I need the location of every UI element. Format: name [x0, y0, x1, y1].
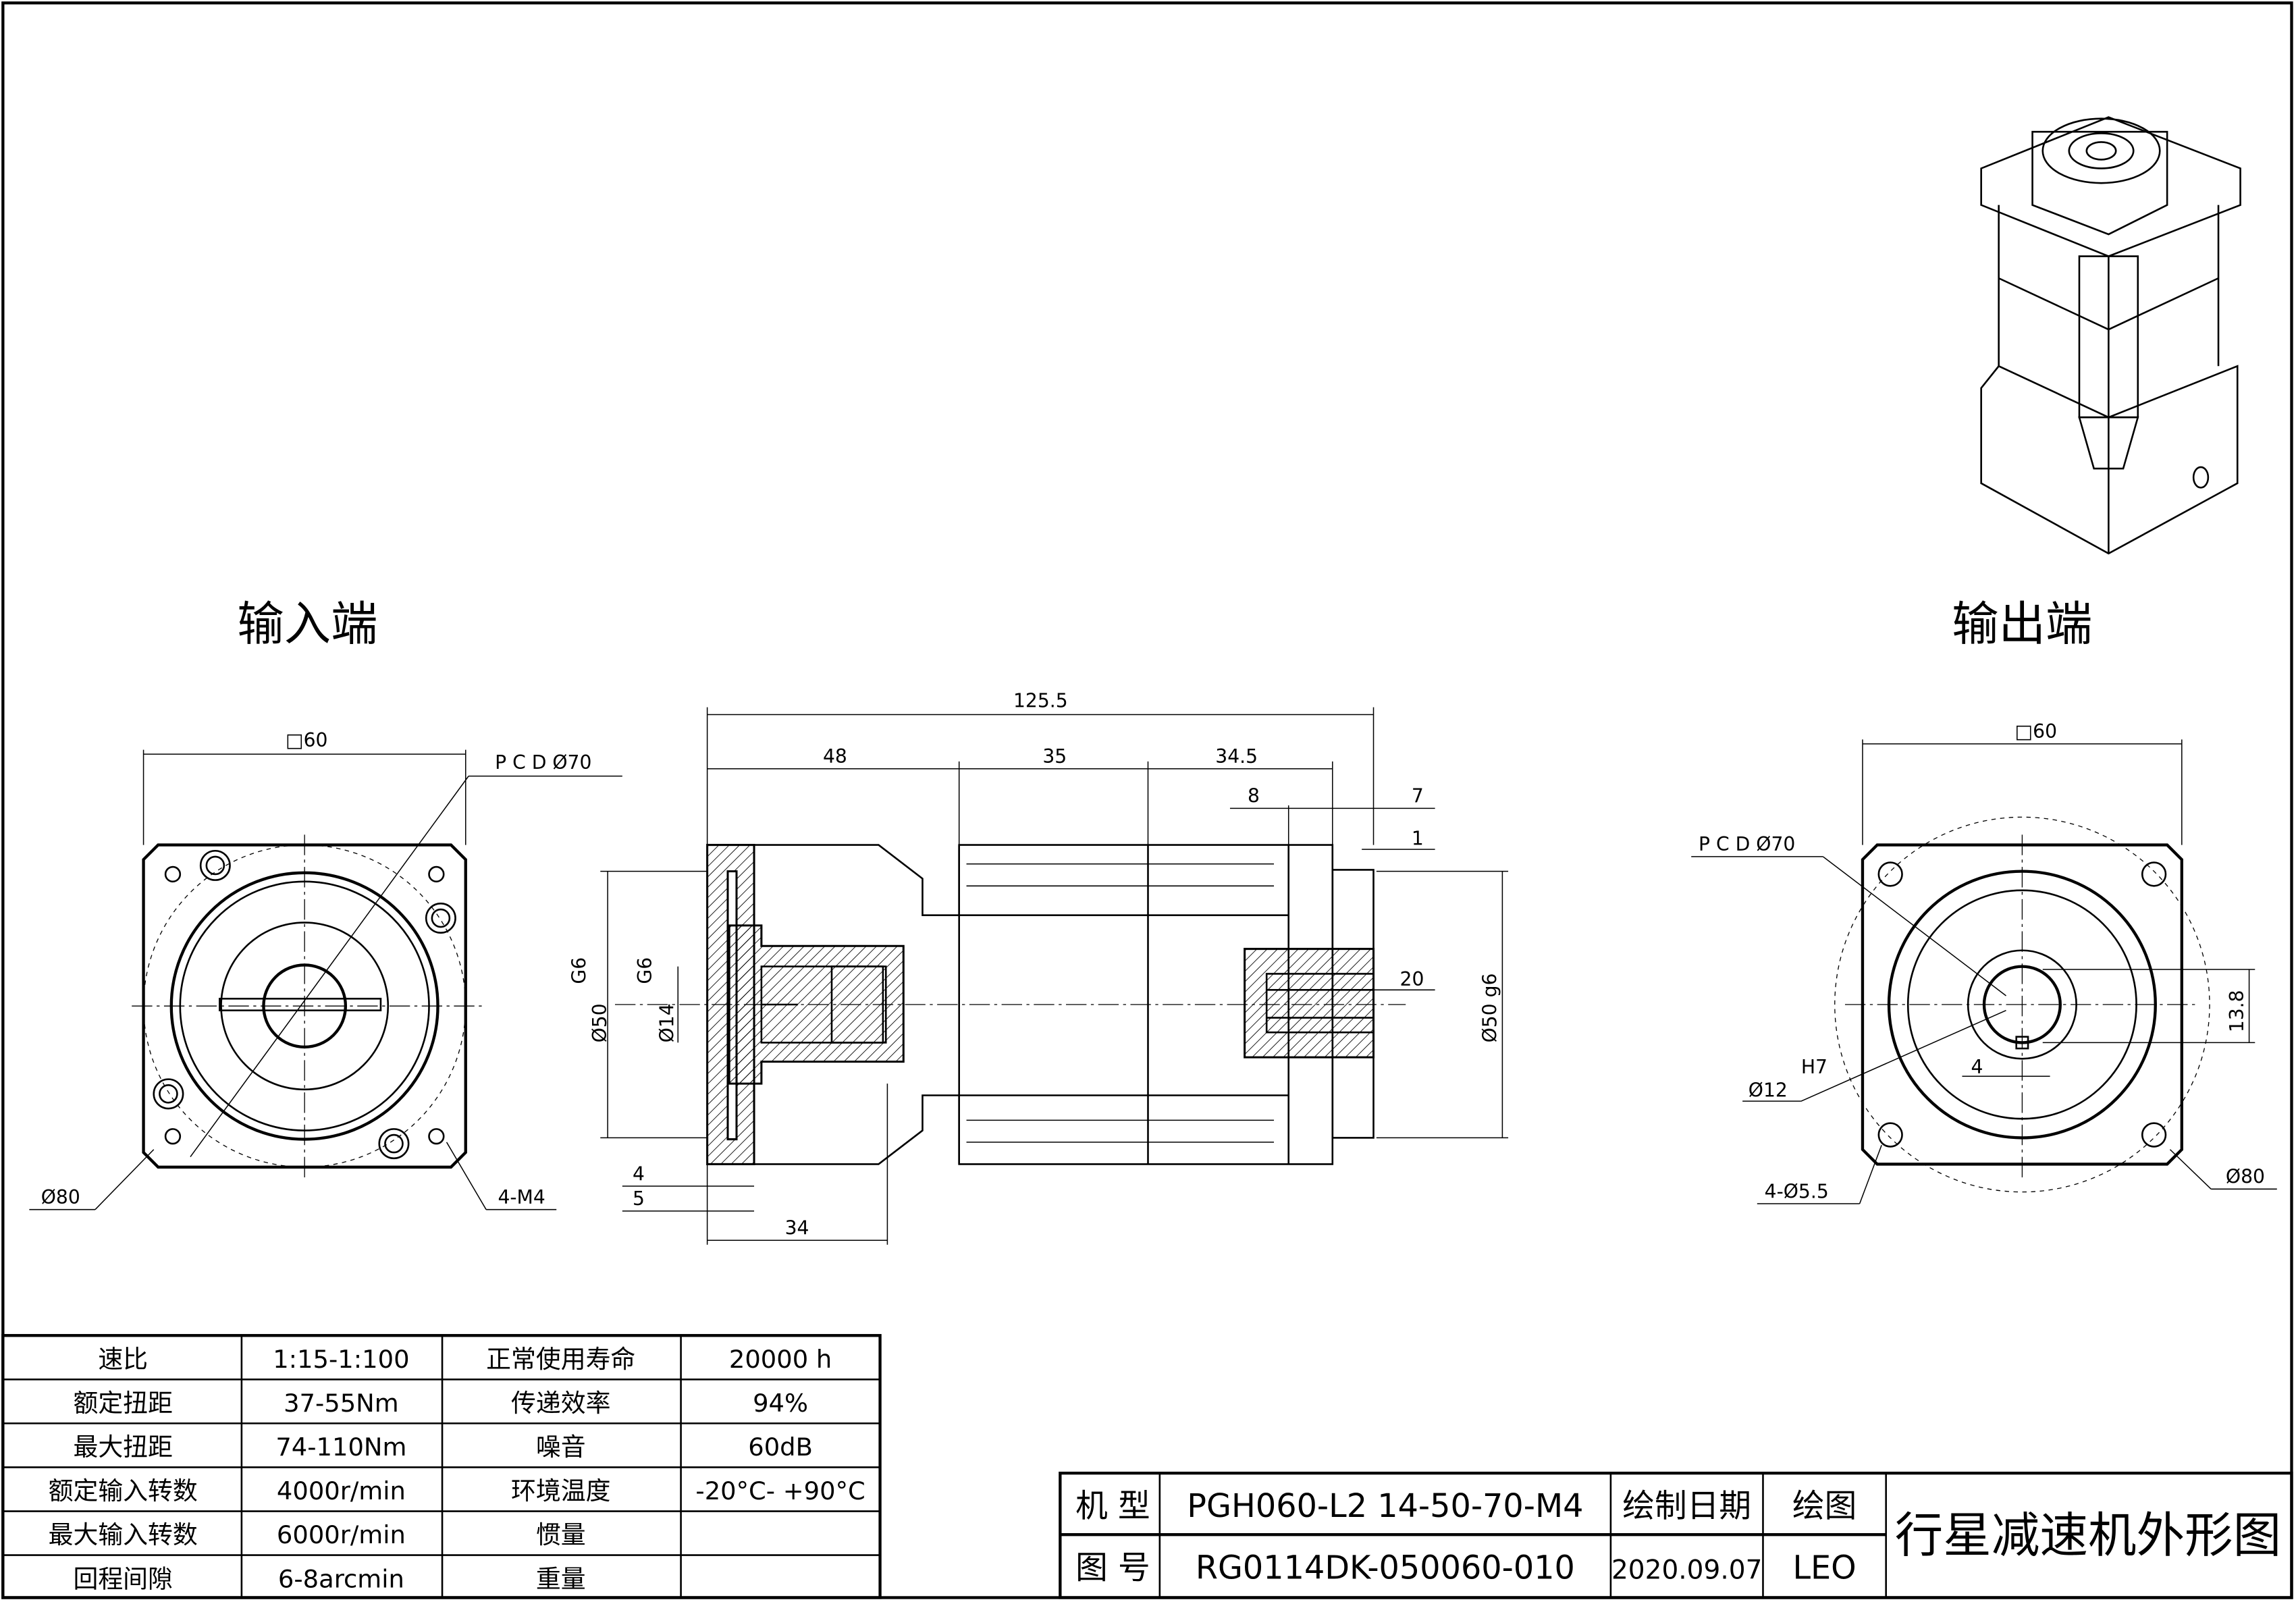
dim-48: 48 [823, 745, 847, 768]
date-label: 绘制日期 [1622, 1488, 1751, 1525]
spec-label: 噪音 [536, 1433, 586, 1462]
spec-label: 环境温度 [511, 1476, 610, 1505]
spec-value: 20000 h [729, 1345, 832, 1374]
input-end-label: 输入端 [237, 597, 377, 651]
output-end-label: 输出端 [1952, 597, 2092, 651]
spec-label: 传递效率 [511, 1389, 610, 1418]
dim-h7: H7 [1801, 1056, 1827, 1078]
dim-13-8: 13.8 [2226, 990, 2248, 1032]
spec-value: 37-55Nm [284, 1389, 399, 1418]
output-end-view: □60 P C D Ø70 H7 Ø12 4 13.8 4-Ø5.5 Ø80 [1691, 720, 2277, 1204]
date-value: 2020.09.07 [1611, 1555, 1762, 1585]
drawer-label: 绘图 [1792, 1488, 1857, 1525]
spec-label: 最大输入转数 [49, 1520, 198, 1549]
spec-label: 最大扭距 [73, 1433, 172, 1462]
spec-value: 6-8arcmin [278, 1564, 404, 1593]
dim-d14: Ø14 [656, 1003, 678, 1042]
dim-5: 5 [633, 1187, 645, 1210]
dim-34-5: 34.5 [1215, 745, 1258, 768]
spec-label: 惯量 [536, 1520, 586, 1549]
dim-1: 1 [1412, 828, 1424, 850]
drawing-number-value: RG0114DK-050060-010 [1196, 1549, 1575, 1586]
spec-label: 重量 [536, 1564, 586, 1593]
spec-value: 1:15-1:100 [273, 1345, 409, 1374]
drawer-value: LEO [1792, 1549, 1856, 1586]
model-label: 机 型 [1075, 1488, 1150, 1525]
dim-total-length: 125.5 [1013, 690, 1068, 712]
spec-label: 额定扭距 [73, 1389, 172, 1418]
dim-20: 20 [1400, 968, 1424, 990]
dim-key-4: 4 [1971, 1056, 1983, 1078]
dim-input-m4: 4-M4 [498, 1186, 545, 1208]
drawing-number-label: 图 号 [1075, 1549, 1150, 1586]
model-value: PGH060-L2 14-50-70-M4 [1187, 1488, 1583, 1525]
input-end-view: □60 P C D Ø70 Ø80 4-M4 [29, 729, 622, 1210]
spec-label: 额定输入转数 [49, 1476, 198, 1505]
dim-34: 34 [785, 1217, 809, 1239]
isometric-view [1980, 116, 2241, 555]
drawing-title: 行星减速机外形图 [1895, 1507, 2282, 1564]
dim-input-d80: Ø80 [41, 1186, 80, 1208]
spec-value: 60dB [748, 1433, 813, 1462]
spec-value: -20°C- +90°C [695, 1476, 865, 1505]
dim-8: 8 [1248, 785, 1260, 807]
spec-label: 正常使用寿命 [486, 1345, 635, 1374]
spec-value: 94% [753, 1389, 808, 1418]
spec-label: 速比 [98, 1345, 148, 1374]
spec-value: 74-110Nm [275, 1433, 406, 1462]
spec-value: 6000r/min [277, 1520, 406, 1549]
dim-output-square: □60 [2015, 720, 2057, 743]
dim-d50-input: Ø50 [589, 1003, 611, 1042]
dim-4-holes: 4-Ø5.5 [1765, 1180, 1829, 1202]
dim-g6-outer: G6 [568, 957, 591, 984]
dim-4: 4 [633, 1163, 645, 1185]
spec-label: 回程间隙 [73, 1564, 172, 1593]
dim-input-square: □60 [286, 729, 327, 751]
dim-d50-g6: Ø50 g6 [1479, 973, 1501, 1043]
dim-input-pcd: P C D Ø70 [495, 751, 591, 774]
dim-d12: Ø12 [1748, 1079, 1788, 1102]
dim-35: 35 [1042, 745, 1067, 768]
dim-output-d80: Ø80 [2226, 1166, 2265, 1188]
dim-7: 7 [1412, 785, 1424, 807]
dim-g6-inner: G6 [634, 957, 656, 984]
spec-table: 速比 1:15-1:100 正常使用寿命 20000 h 额定扭距 37-55N… [1, 1334, 882, 1599]
title-block: 机 型 PGH060-L2 14-50-70-M4 绘制日期 绘图 图 号 RG… [1059, 1471, 2293, 1599]
side-section-view: 125.5 48 35 34.5 8 7 1 20 G6 Ø50 G6 Ø14 … [568, 690, 1509, 1245]
spec-value: 4000r/min [277, 1476, 406, 1505]
dim-output-pcd: P C D Ø70 [1699, 833, 1795, 855]
